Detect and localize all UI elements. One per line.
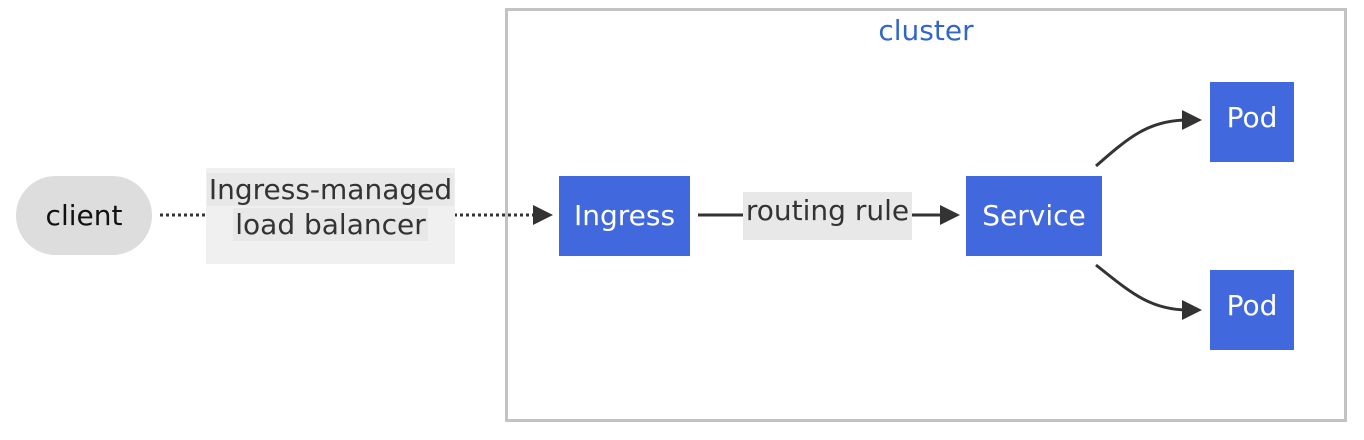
arrowhead-ingress-to-service bbox=[940, 205, 960, 225]
edge-label-line-1: Ingress-managed bbox=[206, 173, 455, 206]
arrowhead-service-to-pod-top bbox=[1182, 110, 1202, 130]
edge-label-line-2: load balancer bbox=[233, 208, 428, 241]
edge-label-routing-rule: routing rule bbox=[743, 192, 912, 240]
cluster-boundary bbox=[505, 8, 1347, 422]
node-client: client bbox=[16, 176, 152, 255]
edge-label-load-balancer: Ingress-managed load balancer bbox=[206, 168, 455, 264]
edge-service-to-pod-bottom bbox=[1095, 263, 1189, 312]
node-pod-top: Pod bbox=[1210, 82, 1294, 162]
node-ingress: Ingress bbox=[559, 176, 690, 256]
arrowhead-client-to-ingress bbox=[533, 205, 553, 225]
edge-service-to-pod-top bbox=[1095, 118, 1189, 168]
node-service: Service bbox=[966, 176, 1102, 256]
arrowhead-service-to-pod-bottom bbox=[1182, 300, 1202, 320]
node-pod-bottom: Pod bbox=[1210, 270, 1294, 350]
cluster-title: cluster bbox=[878, 14, 974, 47]
